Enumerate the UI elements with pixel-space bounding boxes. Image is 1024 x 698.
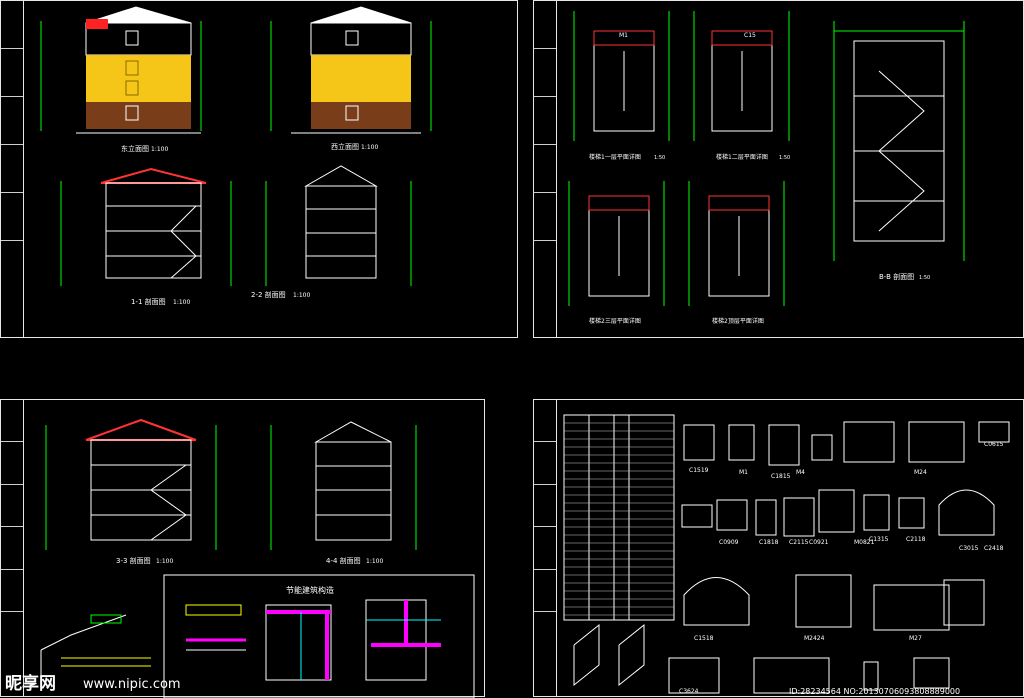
window-label: C2118 — [906, 536, 926, 543]
sec-bb-title: B-B 剖面图 — [879, 272, 914, 281]
window-label: C2115 — [789, 539, 809, 546]
section-4-4 — [270, 421, 417, 550]
energy-detail-frame — [163, 574, 475, 698]
sec22-scale: 1:100 — [293, 292, 310, 299]
window-label: C3015 — [959, 545, 979, 552]
stair3-title: 楼梯2三层平面详图 — [589, 317, 641, 325]
window-label: C0615 — [984, 441, 1004, 448]
section-3-3 — [45, 418, 217, 550]
energy-title: 节能建筑构造 — [286, 585, 334, 595]
title-block — [1, 1, 24, 337]
stair2-scale: 1:50 — [779, 155, 790, 161]
stair1-title: 楼梯1一层平面详图 — [589, 153, 641, 161]
window-label: C1815 — [771, 473, 791, 480]
title-block — [534, 400, 557, 696]
section-1-1 — [60, 167, 232, 286]
window-label: C3624 — [679, 688, 699, 695]
west-elevation — [270, 6, 432, 134]
coords-readout: ID:28234564 NO:20130706093808889000 — [789, 687, 960, 696]
title-block — [1, 400, 24, 696]
window-label: M0821 — [854, 539, 875, 546]
energy-details — [185, 599, 441, 681]
window-label: M4 — [796, 469, 805, 476]
east-elevation — [40, 6, 202, 134]
sec-bb-scale: 1:50 — [919, 275, 930, 281]
stair-plan-1 — [573, 11, 670, 141]
sec11-title: 1-1 剖面图 — [131, 297, 166, 306]
schedule-rows — [564, 422, 674, 616]
sheet-3-drawing: 3-3 剖面图 1:100 4-4 剖面图 1:100 节能建筑构造 — [40, 418, 475, 698]
drawing-sheet-1: 东立面图 1:100 西立面图 1:100 1-1 剖面图 — [0, 0, 518, 338]
stair2-title: 楼梯1二层平面详图 — [716, 153, 768, 161]
watermark-brand: 昵享网 — [5, 674, 56, 694]
c15-label: C15 — [744, 32, 756, 39]
watermark-url: www.nipic.com — [83, 677, 181, 692]
section-2-2 — [265, 165, 412, 286]
elev-back-title: 西立面图 — [331, 142, 359, 151]
window-label: C1518 — [694, 635, 714, 642]
sec11-scale: 1:100 — [173, 299, 190, 306]
stair-plan-2 — [693, 11, 790, 141]
sec22-title: 2-2 剖面图 — [251, 290, 286, 299]
window-label: M27 — [909, 635, 922, 642]
window-label: M24 — [914, 469, 927, 476]
sec33-scale: 1:100 — [156, 558, 173, 565]
window-elevations — [573, 421, 1010, 694]
section-b-b — [833, 21, 965, 261]
window-label: M2424 — [804, 635, 825, 642]
elev-front-scale: 1:100 — [151, 146, 168, 153]
roof-eave-detail — [40, 614, 151, 675]
sec33-title: 3-3 剖面图 — [116, 556, 151, 565]
stair-plan-3 — [568, 181, 665, 306]
window-label: C1519 — [689, 467, 709, 474]
window-label: C0921 — [809, 539, 829, 546]
elev-back-scale: 1:100 — [361, 144, 378, 151]
sec44-title: 4-4 剖面图 — [326, 556, 361, 565]
stair1-scale: 1:50 — [654, 155, 665, 161]
window-label: C1818 — [759, 539, 779, 546]
title-block — [534, 1, 557, 337]
drawing-sheet-2: M1 楼梯1一层平面详图 1:50 C15 楼梯1二层平面详图 1:50 楼梯2… — [533, 0, 1024, 338]
stair4-title: 楼梯2顶层平面详图 — [712, 317, 764, 325]
sheet-2-drawing: M1 楼梯1一层平面详图 1:50 C15 楼梯1二层平面详图 1:50 楼梯2… — [568, 11, 965, 325]
elev-front-title: 东立面图 — [121, 144, 149, 153]
schedule-table — [563, 414, 675, 621]
window-label: C2418 — [984, 545, 1004, 552]
window-label: M1 — [739, 469, 748, 476]
sheet-1-drawing: 东立面图 1:100 西立面图 1:100 1-1 剖面图 — [40, 6, 432, 306]
sec44-scale: 1:100 — [366, 558, 383, 565]
window-label: C0909 — [719, 539, 739, 546]
stair-plan-4 — [688, 181, 785, 306]
drawing-sheet-3: 3-3 剖面图 1:100 4-4 剖面图 1:100 节能建筑构造 — [0, 399, 485, 698]
m1-label: M1 — [619, 32, 628, 39]
window-label: C1315 — [869, 536, 889, 543]
